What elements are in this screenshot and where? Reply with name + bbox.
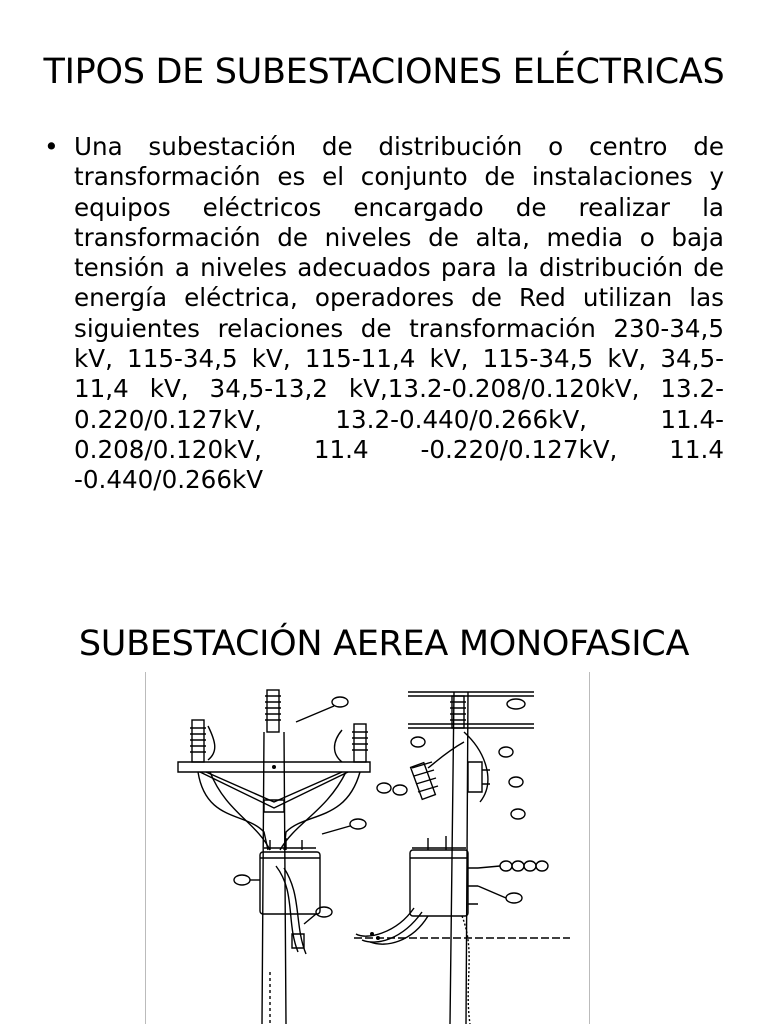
drop-wire-left xyxy=(197,771,269,851)
bullet-list: • Una subestación de distribución o cent… xyxy=(44,132,724,496)
bullet-dot-icon: • xyxy=(44,132,59,161)
substation-drawing xyxy=(177,689,570,1025)
service-drop xyxy=(355,907,423,943)
bullet-text: Una subestación de distribución o centro… xyxy=(74,132,724,495)
insulator-left xyxy=(190,719,206,763)
arrester xyxy=(409,761,439,801)
slide-title-2: SUBESTACIÓN AEREA MONOFASICA xyxy=(78,624,690,664)
crossarm xyxy=(177,761,371,773)
drop-wire-right xyxy=(283,771,361,851)
slide-monophasic: SUBESTACIÓN AEREA MONOFASICA xyxy=(0,600,768,1025)
pole-left xyxy=(261,731,287,1025)
slide-title: TIPOS DE SUBESTACIONES ELÉCTRICAS xyxy=(43,52,725,92)
substation-diagram xyxy=(145,672,590,1025)
crossarm-braces xyxy=(199,771,349,809)
insulator-right xyxy=(352,723,368,763)
transformer-left xyxy=(259,838,321,955)
pole-top-insulator xyxy=(265,689,281,733)
slide-types: TIPOS DE SUBESTACIONES ELÉCTRICAS • Una … xyxy=(43,52,725,496)
insulator-right-pole xyxy=(450,695,466,729)
transformer-right xyxy=(409,836,478,917)
